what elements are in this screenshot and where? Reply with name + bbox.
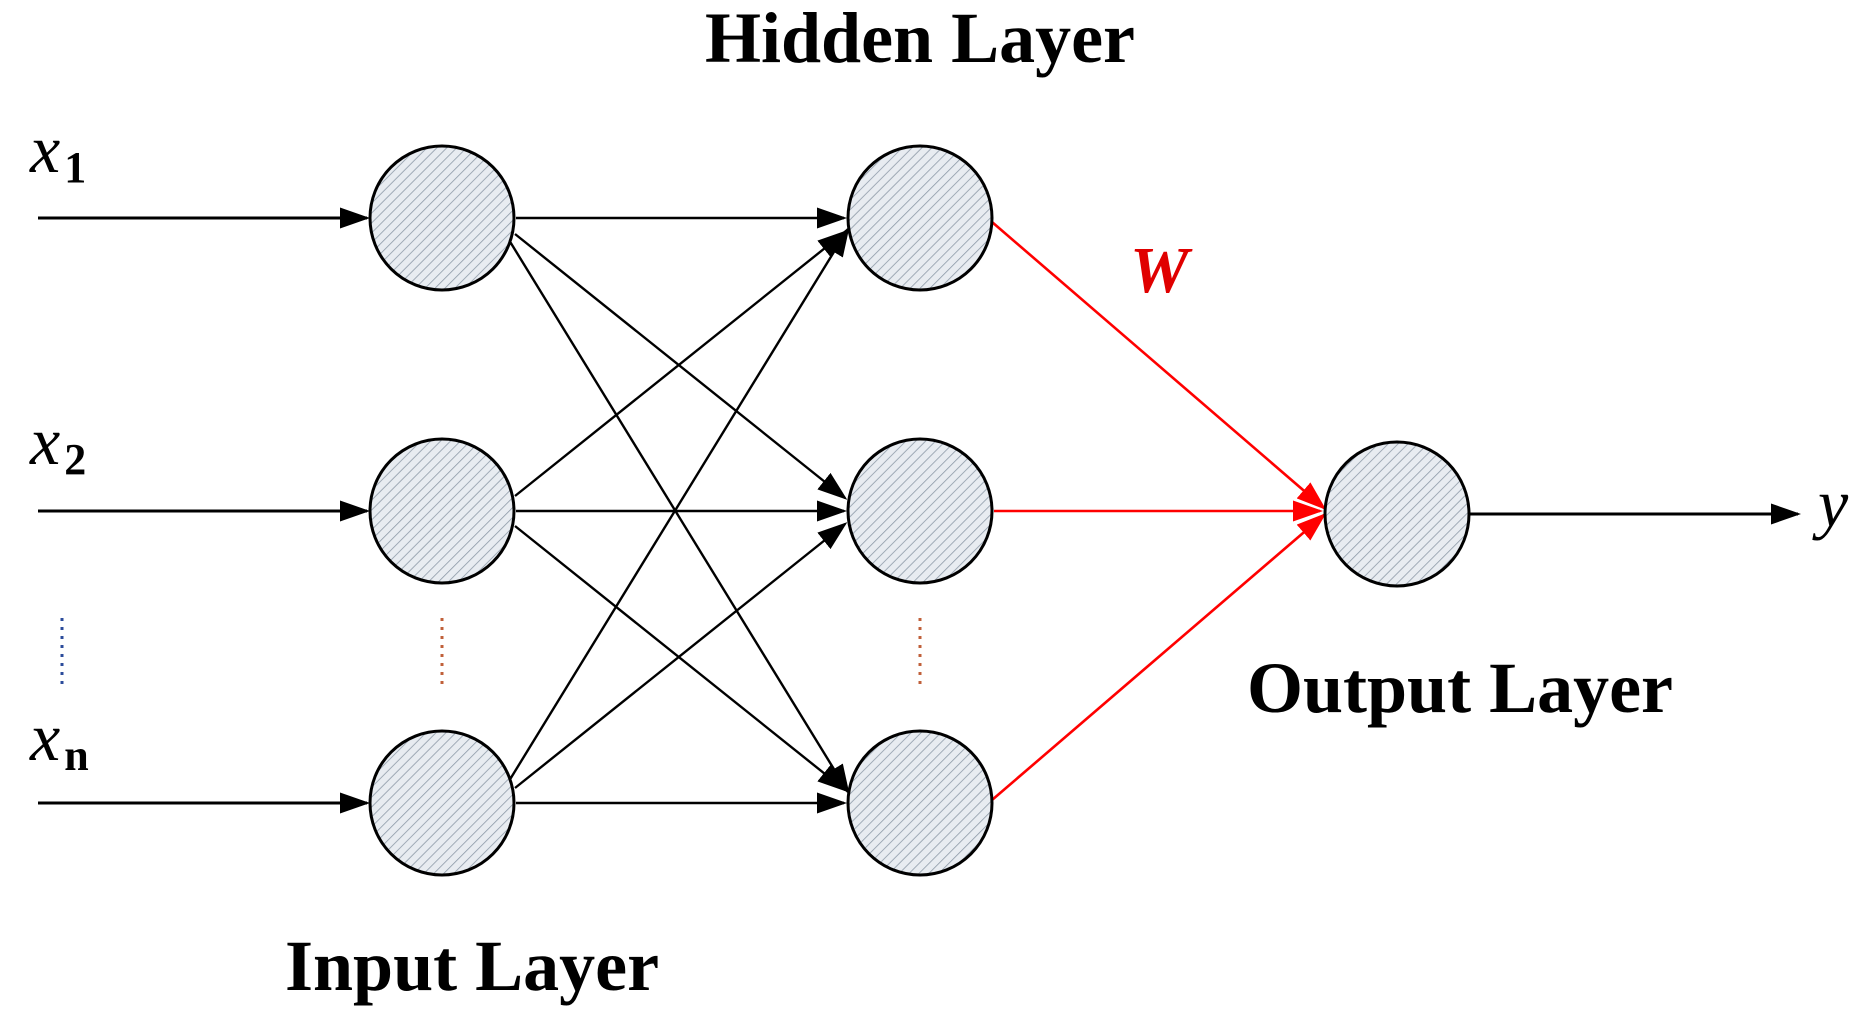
input-label-n: xn [29,699,89,780]
edge-h1-out [991,221,1327,510]
edge-in-h1 [507,226,850,782]
output-label: y [1812,465,1849,541]
input-2-var: x [29,403,60,479]
output-layer-title: Output Layer [1247,648,1673,728]
hidden-node-2 [846,437,994,585]
edge-in-h2 [514,522,848,789]
input-hidden-connections [507,207,850,814]
input-label-1: x1 [29,111,86,192]
output-node [1323,440,1471,588]
edge-i1-h2 [514,233,848,500]
hidden-output-connections [991,221,1327,801]
input-n-subscript: n [64,731,88,780]
input-layer-nodes [368,144,516,877]
edge-i2-hn [514,525,848,792]
input-layer-title: Input Layer [285,926,659,1006]
input-n-var: x [29,699,60,775]
hidden-node-1 [846,144,994,292]
output-layer-nodes [1323,440,1471,588]
input-node-n [368,729,516,877]
input-2-subscript: 2 [64,435,86,484]
input-1-subscript: 1 [64,143,86,192]
hidden-node-n [846,729,994,877]
weight-label: W [1130,234,1193,307]
input-1-var: x [29,111,60,187]
edge-i2-h1 [514,230,848,497]
hidden-layer-nodes [846,144,994,877]
edge-hn-out [991,513,1327,801]
input-node-2 [368,437,516,585]
input-node-1 [368,144,516,292]
hidden-layer-title: Hidden Layer [705,0,1135,78]
input-label-2: x2 [29,403,86,484]
edge-i1-hn [507,239,850,795]
